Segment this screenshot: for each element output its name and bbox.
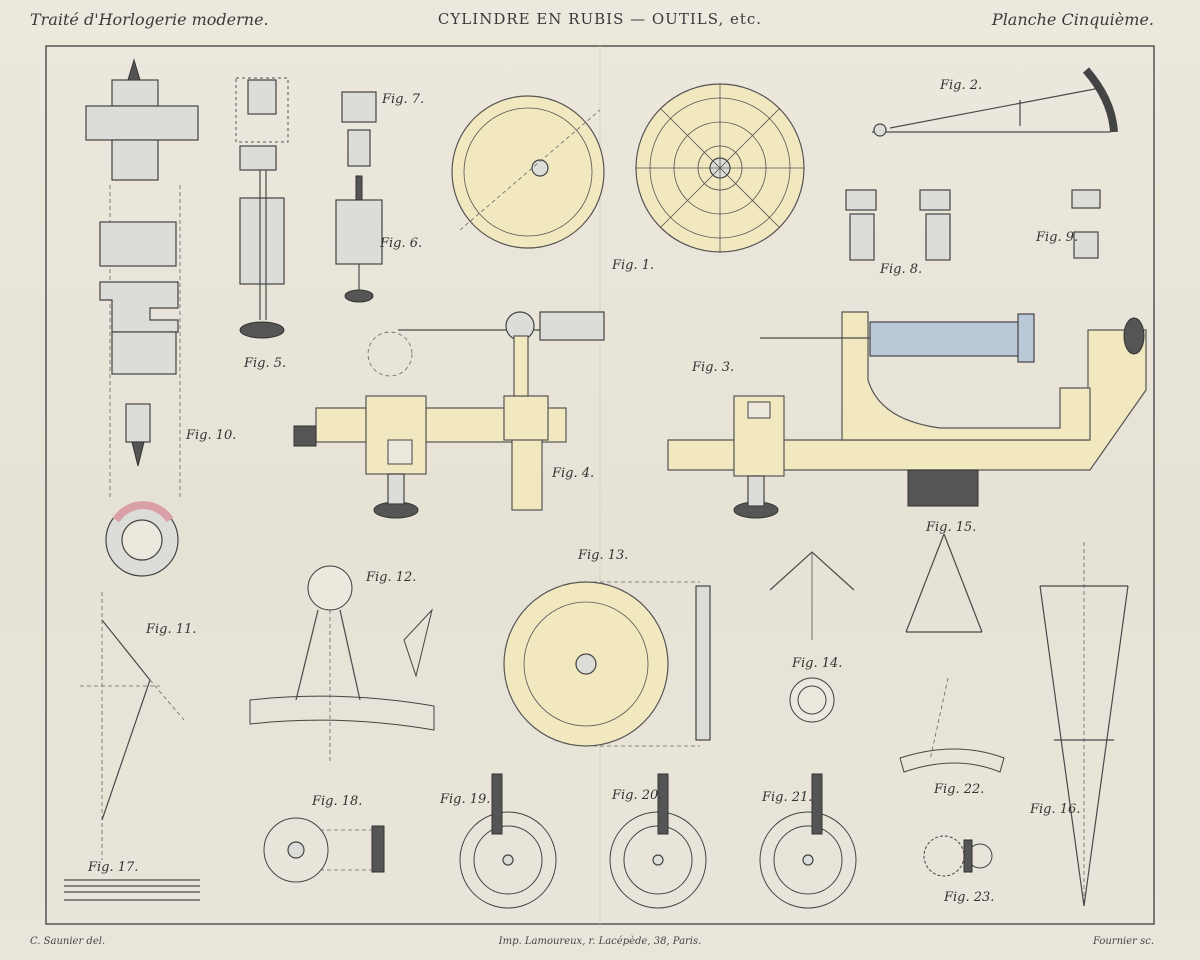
- fig8-label: Fig. 8.: [880, 262, 923, 277]
- fig1-label: Fig. 1.: [612, 258, 655, 273]
- draftsman-credit: C. Saunier del.: [30, 936, 106, 947]
- engraver-credit: Fournier sc.: [1092, 936, 1154, 947]
- fig2-label: Fig. 2.: [940, 78, 983, 93]
- fig21-label: Fig. 21.: [762, 790, 813, 805]
- fig4-drawing: [293, 311, 605, 519]
- fig14-drawing: [769, 551, 855, 723]
- fig19-drawing: [459, 773, 557, 909]
- fig4-label: Fig. 4.: [552, 466, 595, 481]
- fig16-label: Fig. 16.: [1030, 802, 1081, 817]
- fig15-label: Fig. 15.: [926, 520, 977, 535]
- plate-number: Planche Cinquième.: [991, 10, 1154, 29]
- fig23-drawing: [923, 835, 993, 877]
- fig11-label: Fig. 11.: [146, 622, 197, 637]
- printer-credit: Imp. Lamoureux, r. Lacépède, 38, Paris.: [498, 936, 702, 947]
- fig2-drawing: [872, 67, 1118, 137]
- fig13-label: Fig. 13.: [578, 548, 629, 563]
- fig12-label: Fig. 12.: [366, 570, 417, 585]
- fig8-fig9-drawing: [845, 189, 1101, 261]
- fig19-label: Fig. 19.: [440, 792, 491, 807]
- treatise-title: Traité d'Horlogerie moderne.: [30, 10, 269, 29]
- fig6-label: Fig. 6.: [380, 236, 423, 251]
- fig7-fig6-drawing: [335, 91, 383, 303]
- fig7-label: Fig. 7.: [382, 92, 425, 107]
- fig10-drawing: [85, 58, 199, 577]
- fig1-drawing: [451, 83, 805, 253]
- fig14-label: Fig. 14.: [792, 656, 843, 671]
- fig13-drawing: [503, 581, 711, 747]
- plate-title: CYLINDRE EN RUBIS — OUTILS, etc.: [437, 10, 763, 28]
- fig23-label: Fig. 23.: [944, 890, 995, 905]
- fig21-drawing: [759, 773, 857, 909]
- fig5-drawing: [235, 77, 289, 339]
- fig3-drawing: [667, 311, 1147, 519]
- fig17-label: Fig. 17.: [88, 860, 139, 875]
- fig18-label: Fig. 18.: [312, 794, 363, 809]
- fig11-drawing: [80, 592, 185, 860]
- fig15-fig22-drawing: [899, 533, 1005, 773]
- fig22-label: Fig. 22.: [934, 782, 985, 797]
- fig17-drawing: [64, 879, 200, 901]
- fig9-label: Fig. 9.: [1036, 230, 1079, 245]
- fig12-drawing: [249, 565, 435, 762]
- fig20-drawing: [609, 773, 707, 909]
- fig18-drawing: [263, 817, 385, 883]
- fig20-label: Fig. 20.: [612, 788, 663, 803]
- fig3-label: Fig. 3.: [692, 360, 735, 375]
- fig16-drawing: [1039, 542, 1129, 907]
- fig10-label: Fig. 10.: [186, 428, 237, 443]
- fig5-label: Fig. 5.: [244, 356, 287, 371]
